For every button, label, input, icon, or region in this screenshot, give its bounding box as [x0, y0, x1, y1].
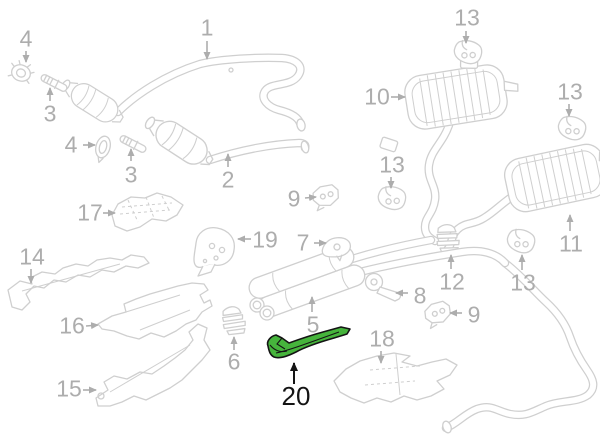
callout-label-part-10-7[interactable]: 10: [364, 83, 390, 110]
callout-label-part-9-19[interactable]: 9: [467, 301, 481, 328]
part-2-front-pipe: [139, 108, 310, 175]
part-15-heat-shield: [95, 323, 211, 407]
callout-label-part-9-10[interactable]: 9: [287, 185, 301, 212]
callout-label-part-15-24[interactable]: 15: [56, 375, 82, 402]
part-8-hanger-bracket: [364, 272, 402, 302]
part-4-nut: [7, 59, 35, 84]
part-5-center-muffler: [248, 240, 505, 321]
part-18-heat-shield: [333, 352, 458, 404]
callout-label-part-18-22[interactable]: 18: [369, 325, 395, 352]
callout-label-part-11-14[interactable]: 11: [559, 230, 583, 257]
callout-label-part-8-18[interactable]: 8: [413, 282, 427, 309]
callout-arrow-part-9-10: [304, 194, 317, 202]
callout-label-part-16-21[interactable]: 16: [59, 312, 85, 339]
callout-arrow-part-16-21: [85, 322, 99, 330]
callout-label-part-4-3[interactable]: 4: [64, 131, 78, 158]
callout-label-part-17-11[interactable]: 17: [77, 199, 103, 226]
callout-label-part-19-12[interactable]: 19: [252, 226, 278, 253]
part-19-bracket: [193, 227, 235, 277]
callout-label-part-12-16[interactable]: 12: [439, 268, 465, 295]
tailpipe: [441, 263, 593, 434]
callout-label-part-13-8[interactable]: 13: [557, 78, 583, 105]
callout-label-part-3-2[interactable]: 3: [43, 100, 57, 127]
part-14-heat-shield: [7, 254, 150, 311]
callout-label-part-7-13[interactable]: 7: [296, 229, 310, 256]
part-7-flange: [321, 237, 351, 262]
part-20-highlighted-bracket[interactable]: [266, 326, 351, 359]
part-16-heat-shield: [97, 282, 213, 340]
part-17-heat-shield: [111, 192, 184, 232]
callout-label-part-20-25[interactable]: 20: [281, 381, 311, 411]
callout-label-part-4-1[interactable]: 4: [19, 25, 33, 52]
callout-label-part-13-9[interactable]: 13: [379, 151, 405, 178]
callout-label-part-13-17[interactable]: 13: [510, 269, 536, 296]
callout-label-part-13-6[interactable]: 13: [454, 4, 480, 31]
callout-label-part-2-5[interactable]: 2: [221, 166, 235, 193]
callout-label-part-3-4[interactable]: 3: [124, 161, 138, 188]
callout-label-part-1-0[interactable]: 1: [200, 14, 214, 41]
callout-label-part-6-23[interactable]: 6: [227, 348, 241, 375]
part-1-front-pipe: [56, 58, 306, 132]
part-11-rear-muffler: [447, 140, 600, 250]
callout-label-part-14-15[interactable]: 14: [19, 243, 45, 270]
part-4-gasket: [95, 135, 111, 164]
callout-label-part-5-20[interactable]: 5: [306, 311, 320, 338]
